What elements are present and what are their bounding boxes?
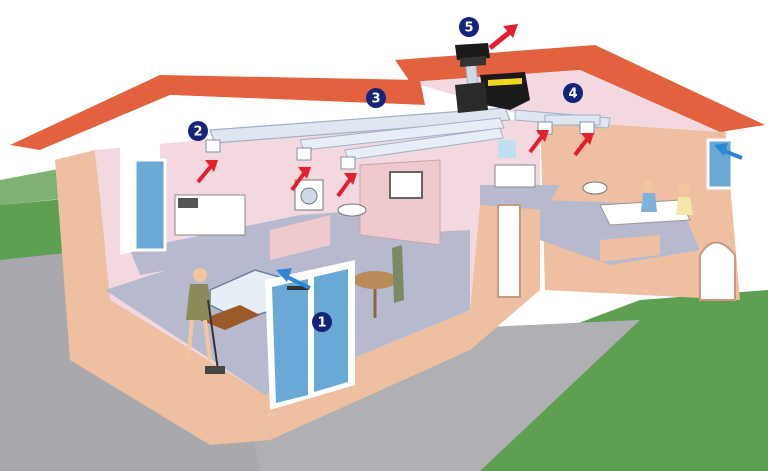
stale-air-arrow	[290, 170, 307, 192]
marker-1-circle	[312, 312, 332, 332]
dining-table	[353, 271, 397, 289]
fresh-air-arrows	[276, 143, 743, 290]
adult-head	[678, 184, 690, 196]
marker-1: 1	[312, 312, 332, 332]
roof-fan-top	[455, 43, 490, 60]
stale-air-arrow-head	[581, 133, 594, 145]
stale-air-arrows	[196, 24, 594, 198]
fresh-air-arrow-head	[714, 143, 728, 156]
extract-vent	[340, 156, 356, 170]
stale-air-arrow	[196, 163, 214, 184]
marker-4-circle	[563, 83, 583, 103]
marker-3: 3	[366, 88, 386, 108]
patio-door-left-glass	[272, 279, 308, 403]
stale-air-arrow	[336, 176, 353, 198]
adult-body	[676, 197, 693, 215]
arched-door	[699, 241, 736, 301]
kitchen-window	[133, 158, 167, 252]
person-head	[193, 268, 207, 282]
roof-fan-base	[460, 56, 486, 67]
right-roof	[395, 45, 765, 132]
person-body	[186, 284, 212, 320]
stale-air-arrow-head	[536, 130, 549, 142]
bathtub	[494, 164, 536, 188]
marker-4-label: 4	[568, 87, 577, 102]
extract-vent	[296, 147, 312, 161]
marker-5-circle	[459, 17, 479, 37]
child-body	[641, 193, 657, 212]
child-head	[642, 180, 654, 192]
number-markers: 1 2 3 4 5	[188, 17, 583, 332]
stove-top	[178, 198, 198, 208]
stale-air-arrow	[488, 30, 512, 50]
vacuum-head	[205, 366, 225, 374]
washing-machine-door	[300, 187, 318, 205]
fresh-air-arrow	[284, 274, 311, 290]
stale-air-arrow	[573, 136, 590, 157]
fresh-air-vent	[287, 286, 309, 290]
roof-edge	[40, 95, 425, 160]
patio-door-right-glass	[314, 269, 348, 392]
left-roof	[10, 75, 425, 150]
stale-air-arrow-head	[205, 160, 218, 172]
roof-fan-icon	[455, 43, 490, 67]
ventilation-unit-icon	[455, 72, 530, 113]
marker-2: 2	[188, 121, 208, 141]
coffee-table	[200, 305, 260, 330]
extract-vent	[579, 121, 595, 135]
interior-door	[497, 204, 521, 298]
extract-vent	[205, 139, 221, 153]
marker-5: 5	[459, 17, 479, 37]
ventilation-unit-inlet	[455, 82, 488, 113]
person-leg-right	[203, 319, 212, 361]
main-duct	[209, 107, 511, 144]
marker-5-label: 5	[464, 21, 473, 36]
low-wall	[270, 215, 330, 260]
chair	[392, 245, 404, 303]
secondary-duct	[299, 117, 505, 151]
fresh-air-arrow-head	[276, 268, 292, 282]
stairs	[600, 235, 660, 262]
stale-air-arrow-head	[503, 24, 518, 38]
bathroom-floor	[480, 185, 560, 210]
person-leg	[186, 319, 194, 361]
upstairs-toilet	[582, 181, 608, 195]
ground-terrace	[250, 320, 640, 471]
stale-air-arrow-head	[344, 173, 357, 185]
bathroom-tiles	[498, 140, 516, 158]
marker-2-circle	[188, 121, 208, 141]
marker-2-label: 2	[193, 125, 202, 140]
ventilation-unit-stripe	[488, 78, 522, 86]
wall-picture	[389, 171, 423, 199]
marker-1-label: 1	[317, 316, 326, 331]
vacuum-handle	[207, 299, 219, 371]
marker-3-circle	[366, 88, 386, 108]
marker-3-label: 3	[371, 92, 380, 107]
stale-air-arrow-head	[298, 167, 311, 179]
stale-air-arrow	[528, 133, 545, 154]
toilet	[337, 203, 367, 217]
marker-4: 4	[563, 83, 583, 103]
